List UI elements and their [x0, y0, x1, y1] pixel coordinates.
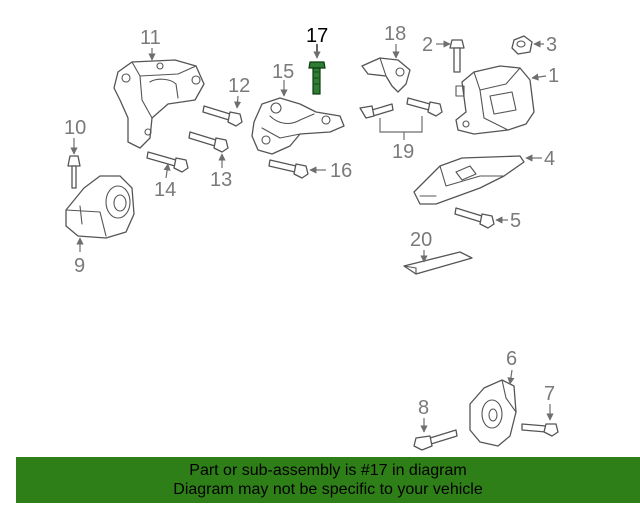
callout-8[interactable]: 8: [418, 397, 429, 419]
callout-labels: 1 2 3 4 5 6 7 8 9 10 11 12 13 14 15 16 1…: [64, 23, 559, 419]
info-banner: Part or sub-assembly is #17 in diagram D…: [16, 457, 640, 503]
part-18-bracket[interactable]: [361, 57, 411, 93]
callout-3[interactable]: 3: [546, 34, 557, 56]
part-4-bracket[interactable]: [413, 155, 525, 205]
part-9-lower-mount[interactable]: [65, 175, 135, 239]
callout-7[interactable]: 7: [544, 383, 555, 405]
part-19-bolt-left[interactable]: [359, 103, 394, 119]
callout-10[interactable]: 10: [64, 117, 86, 139]
part-17-bolt[interactable]: [308, 61, 326, 95]
part-14-bolt[interactable]: [146, 151, 189, 173]
callout-12[interactable]: 12: [228, 75, 250, 97]
part-20-pad[interactable]: [403, 251, 473, 275]
banner-line-disclaimer: Diagram may not be specific to your vehi…: [173, 481, 483, 498]
part-6-mount[interactable]: [469, 379, 517, 447]
part-5-bolt[interactable]: [454, 207, 495, 229]
part-12-bolt[interactable]: [202, 105, 243, 127]
callout-18[interactable]: 18: [384, 23, 406, 45]
callout-6[interactable]: 6: [506, 348, 517, 370]
callout-11[interactable]: 11: [140, 27, 161, 49]
callout-20[interactable]: 20: [410, 229, 432, 251]
callout-1[interactable]: 1: [548, 65, 559, 87]
part-15-bracket[interactable]: [251, 97, 345, 155]
callout-14[interactable]: 14: [154, 179, 176, 201]
callout-13[interactable]: 13: [210, 169, 232, 191]
part-7-bolt[interactable]: [521, 423, 559, 437]
callout-16[interactable]: 16: [330, 160, 352, 182]
part-16-bolt[interactable]: [268, 159, 309, 179]
callout-4[interactable]: 4: [544, 148, 555, 170]
part-10-bolt[interactable]: [67, 155, 81, 189]
part-1-engine-mount[interactable]: [455, 65, 535, 135]
banner-line-part: Part or sub-assembly is #17 in diagram: [189, 462, 467, 479]
parts-diagram: 1 2 3 4 5 6 7 8 9 10 11 12 13 14 15 16 1…: [64, 23, 559, 451]
callout-9[interactable]: 9: [74, 255, 85, 277]
leader-lines: [70, 40, 554, 433]
part-8-bolt[interactable]: [413, 429, 458, 451]
part-3-nut[interactable]: [511, 35, 533, 55]
callout-17[interactable]: 17: [306, 25, 328, 47]
part-13-bolt[interactable]: [188, 131, 229, 153]
callout-19[interactable]: 19: [392, 141, 414, 163]
callout-15[interactable]: 15: [272, 61, 294, 83]
part-2-bolt[interactable]: [449, 39, 465, 73]
part-11-mount-bracket[interactable]: [113, 59, 205, 149]
part-19-bolt-right[interactable]: [406, 97, 443, 117]
callout-2[interactable]: 2: [422, 34, 433, 56]
callout-5[interactable]: 5: [510, 210, 521, 232]
